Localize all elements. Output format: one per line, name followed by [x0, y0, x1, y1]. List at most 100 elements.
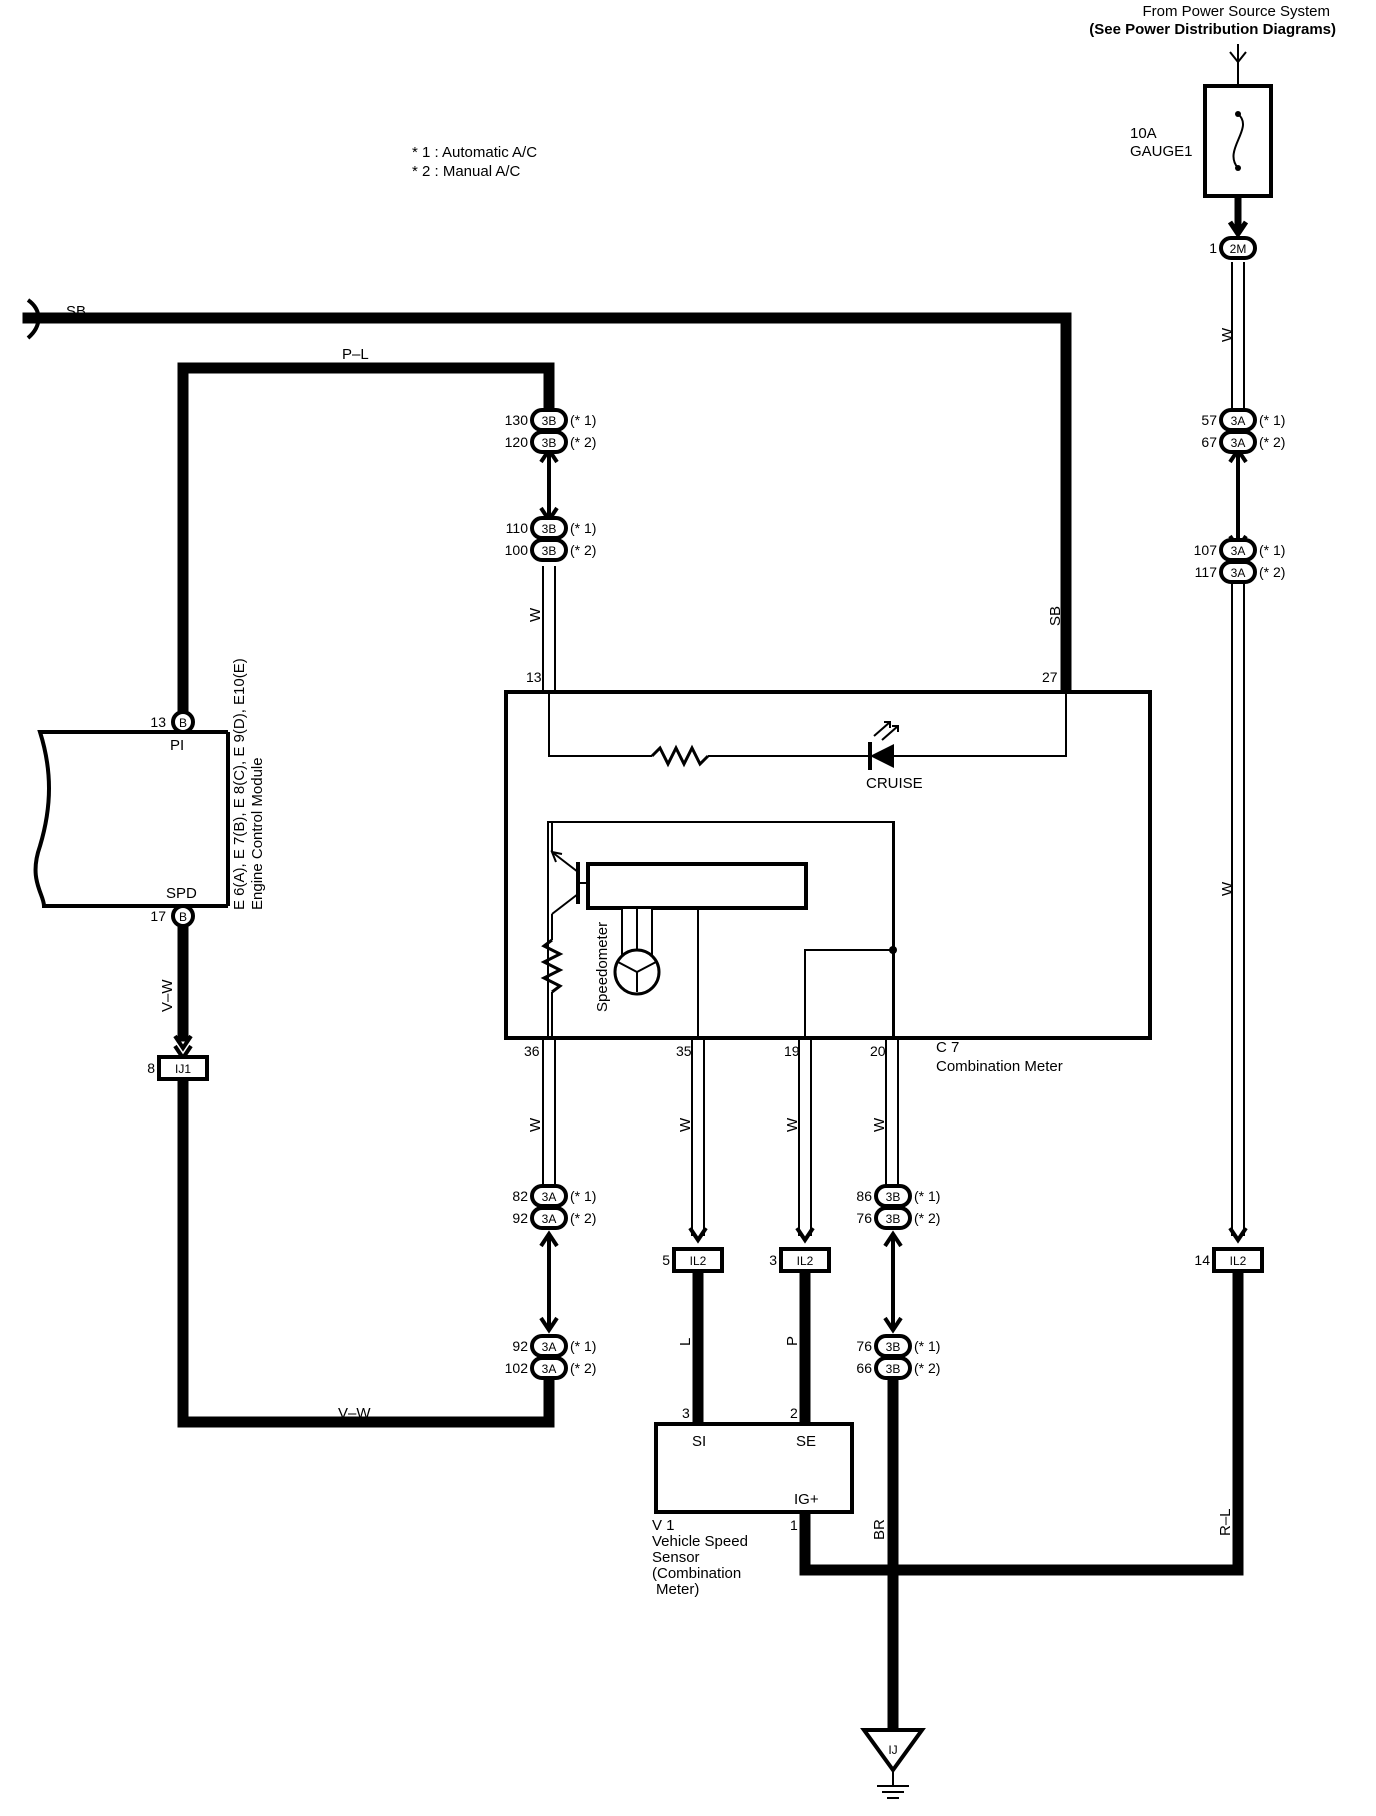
fuse-rating: 10A	[1130, 125, 1157, 142]
connector-il2-b: IL2 3	[769, 1247, 831, 1273]
connector-code: 3A	[1231, 436, 1246, 450]
connector-code: IJ1	[175, 1062, 191, 1076]
meter-ref: C 7	[936, 1039, 959, 1056]
meter-pin-27: 27	[1042, 669, 1058, 685]
wire-v-w-lower	[177, 1072, 555, 1428]
sensor-name-line4: Meter)	[656, 1581, 699, 1598]
ecm-pin-17: 17	[150, 908, 166, 924]
sensor-term-ig: IG+	[794, 1491, 819, 1508]
ecm-term-pi: PI	[170, 737, 184, 754]
connector-pin: 3	[769, 1252, 777, 1268]
wire-color-vw: V–W	[159, 979, 176, 1012]
power-source-label: From Power Source System	[1142, 3, 1330, 20]
connector-pin: 67	[1201, 434, 1217, 450]
connector-code: 3A	[542, 1212, 557, 1226]
connector-code: 3A	[542, 1190, 557, 1204]
resistor-icon	[540, 938, 564, 994]
connector-code: 3B	[542, 522, 557, 536]
connector-c3a-l1b: 3A 92 (* 2)	[512, 1206, 596, 1230]
connector-c3a-r2b: 3A 117 (* 2)	[1195, 560, 1285, 584]
meter-internal-wire	[548, 692, 652, 757]
connector-code: 3B	[542, 544, 557, 558]
arrow-icon	[795, 1226, 815, 1244]
double-arrow-icon	[883, 1230, 903, 1334]
sensor-name-line2: Sensor	[652, 1549, 700, 1566]
sensor-name-line1: Vehicle Speed	[652, 1533, 748, 1550]
connector-note: (* 1)	[570, 520, 596, 536]
connector-code: 3B	[886, 1362, 901, 1376]
connector-code: IL2	[690, 1254, 707, 1268]
fuse-name: GAUGE1	[1130, 143, 1193, 160]
legend-manual-ac: * 2 : Manual A/C	[412, 163, 521, 180]
connector-pin: 102	[505, 1360, 529, 1376]
wire-color-pl: P–L	[342, 346, 369, 363]
resistor-icon	[650, 744, 710, 768]
legend-automatic-ac: * 1 : Automatic A/C	[412, 144, 537, 161]
connector-pin: 76	[856, 1338, 872, 1354]
meter-internal-wire	[894, 692, 1067, 757]
connector-code: 3A	[1231, 414, 1246, 428]
meter-pin-35: 35	[676, 1043, 692, 1059]
connector-pin: 8	[147, 1060, 155, 1076]
sensor-ref: V 1	[652, 1517, 675, 1534]
arrow-icon	[1229, 51, 1247, 64]
sensor-name-line3: (Combination	[652, 1565, 741, 1582]
connector-code: IL2	[797, 1254, 814, 1268]
sensor-term-si: SI	[692, 1433, 706, 1450]
connector-note: (* 2)	[570, 1210, 596, 1226]
connector-pin: 110	[506, 520, 529, 536]
ecm-connector-b-bottom: B	[171, 904, 195, 928]
connector-pin: 107	[1194, 542, 1218, 558]
connector-pin: 76	[856, 1210, 872, 1226]
connector-code: 2M	[1230, 242, 1247, 256]
wire-color-sb: SB	[66, 303, 86, 320]
connector-note: (* 1)	[570, 1338, 596, 1354]
arrow-icon	[688, 1226, 708, 1244]
connector-note: (* 2)	[1259, 564, 1285, 580]
connector-c2m: 2M1	[1209, 236, 1257, 260]
connector-code: 3B	[886, 1212, 901, 1226]
wire-sb	[22, 312, 1072, 696]
connector-note: (* 2)	[914, 1360, 940, 1376]
connector-pin: 92	[512, 1210, 528, 1226]
wire-color-w: W	[871, 1117, 888, 1132]
connector-pin: 57	[1201, 412, 1217, 428]
connector-pin: 92	[512, 1338, 528, 1354]
ground-ij: IJ	[860, 1728, 926, 1799]
wire-color-br: BR	[871, 1519, 888, 1540]
connector-code: 3A	[542, 1340, 557, 1354]
engine-control-module	[33, 730, 230, 908]
wire-break-icon	[26, 298, 41, 340]
arrow-icon	[1227, 220, 1249, 239]
connector-pin: 117	[1195, 564, 1218, 580]
vehicle-speed-sensor-box	[654, 1422, 854, 1514]
connector-pin: 130	[505, 412, 529, 428]
connector-note: (* 2)	[570, 542, 596, 558]
wire-color-l: L	[677, 1338, 694, 1346]
ecm-term-spd: SPD	[166, 885, 197, 902]
connector-note: (* 2)	[570, 1360, 596, 1376]
connector-code: 3A	[1231, 566, 1246, 580]
meter-internal-wire	[804, 949, 893, 1038]
sensor-term-se: SE	[796, 1433, 816, 1450]
connector-note: (* 2)	[914, 1210, 940, 1226]
connector-pin: 14	[1194, 1252, 1210, 1268]
speedometer-driver-block	[586, 862, 808, 910]
wire-color-w: W	[527, 607, 544, 622]
connector-c3b-mid-a: 3B 110 (* 1)	[506, 516, 596, 540]
junction-dot	[889, 946, 897, 954]
connector-note: (* 1)	[570, 1188, 596, 1204]
sensor-pin-2: 2	[790, 1405, 798, 1421]
sensor-pin-1: 1	[790, 1517, 798, 1533]
